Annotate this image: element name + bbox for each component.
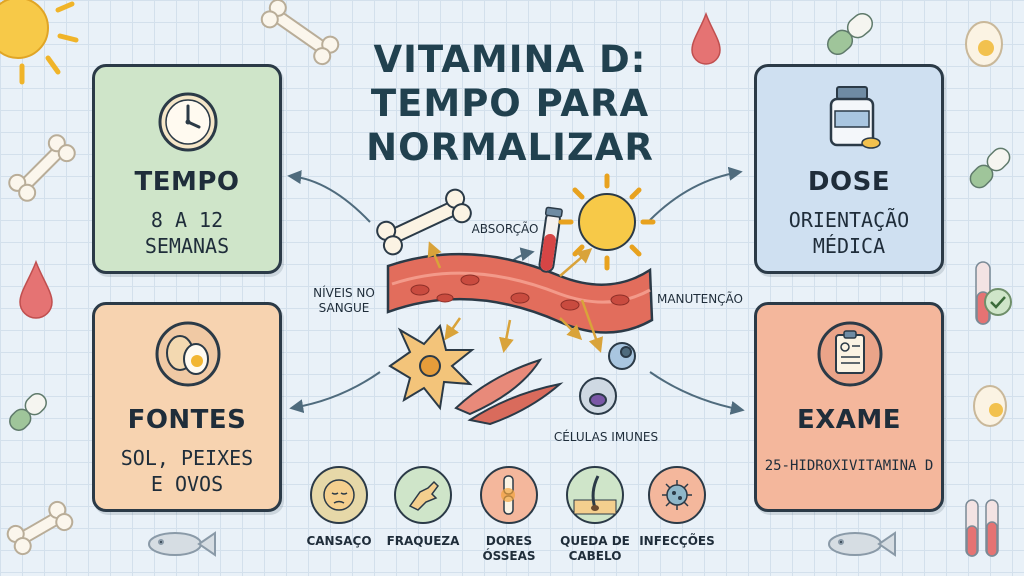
virus-icon — [648, 466, 706, 524]
card-text: 25-HIDROXIVITAMINA D — [757, 453, 941, 479]
symptom-item: DORES ÓSSEAS — [444, 462, 574, 572]
card-text: 8 A 12 SEMANAS — [95, 207, 279, 259]
symptom-label-line: ÓSSEAS — [482, 549, 536, 563]
symptom-label-line: FRAQUEZA — [386, 534, 460, 548]
title-line: TEMPO PARA — [370, 82, 650, 125]
symptom-label-line: INFECÇÕES — [639, 534, 715, 548]
sun-icon — [0, 0, 79, 85]
card-title: DOSE — [807, 167, 891, 197]
card-dose: DOSE ORIENTAÇÃO MÉDICA — [754, 64, 944, 274]
blood-tube-icon — [538, 206, 563, 273]
supplement-bottle-icon — [829, 86, 881, 149]
symptom-item: FRAQUEZA — [358, 462, 488, 572]
label-line: NÍVEIS NO — [313, 286, 375, 300]
title-line: NORMALIZAR — [366, 126, 654, 169]
symptom-label-line: CABELO — [568, 549, 622, 563]
card-text-line: ORIENTAÇÃO — [788, 208, 910, 232]
page-title: VITAMINA D: TEMPO PARA NORMALIZAR — [355, 38, 665, 170]
flow-arrows — [427, 241, 603, 353]
card-fontes: FONTES SOL, PEIXES E OVOS — [92, 302, 282, 512]
symptom-label: CANSAÇO — [274, 534, 404, 549]
card-title: FONTES — [127, 405, 247, 435]
symptom-label-line: DORES — [485, 534, 533, 548]
symptom-label: QUEDA DE CABELO — [530, 534, 660, 564]
symptom-label: DORES ÓSSEAS — [444, 534, 574, 564]
check-icon — [984, 288, 1012, 316]
label-niveis-no-sangue: NÍVEIS NO SANGUE — [304, 286, 384, 316]
label-absorcao: ABSORÇÃO — [471, 222, 539, 236]
pill-icon — [9, 12, 1011, 431]
card-tempo: TEMPO 8 A 12 SEMANAS — [92, 64, 282, 274]
blood-drop-icon — [19, 11, 721, 319]
bone-icon — [6, 0, 340, 556]
symptom-label-line: QUEDA DE — [560, 534, 630, 548]
label-line: SANGUE — [318, 301, 370, 315]
tired-face-icon — [310, 466, 368, 524]
weak-arm-icon — [394, 466, 452, 524]
card-text-line: SOL, PEIXES — [120, 446, 254, 470]
symptom-item: CANSAÇO — [274, 462, 404, 572]
egg-icon — [155, 321, 221, 387]
card-exame: EXAME 25-HIDROXIVITAMINA D — [754, 302, 944, 512]
hair-follicle-icon — [566, 466, 624, 524]
card-text: SOL, PEIXES E OVOS — [95, 445, 279, 497]
title-line: VITAMINA D: — [373, 38, 647, 81]
symptoms-row: CANSAÇO FRAQUEZA DORES ÓSSEAS — [296, 462, 726, 572]
immune-cell-icon — [579, 342, 636, 415]
egg-decoration-icon — [965, 21, 1007, 427]
clipboard-icon — [817, 321, 883, 387]
connector-arrows — [287, 166, 745, 415]
card-text-line: SEMANAS — [144, 234, 230, 258]
card-title: EXAME — [796, 405, 902, 435]
fish-icon — [148, 531, 896, 557]
card-text-line: 25-HIDROXIVITAMINA D — [764, 458, 934, 474]
bone-icon — [376, 188, 472, 256]
card-text-line: E OVOS — [150, 472, 224, 496]
neuron-icon — [388, 323, 475, 411]
symptom-label: INFECÇÕES — [612, 534, 742, 549]
blood-vessel-icon — [386, 252, 654, 334]
card-text: ORIENTAÇÃO MÉDICA — [757, 207, 941, 259]
symptom-label: FRAQUEZA — [358, 534, 488, 549]
card-title: TEMPO — [134, 167, 240, 197]
card-text-line: MÉDICA — [812, 234, 886, 258]
bone-joint-icon — [480, 466, 538, 524]
label-celulas-imunes: CÉLULAS IMUNES — [553, 430, 659, 444]
clock-icon — [158, 92, 218, 152]
sun-icon — [558, 173, 656, 271]
symptom-item: QUEDA DE CABELO — [530, 462, 660, 572]
symptom-label-line: CANSAÇO — [306, 534, 372, 548]
symptom-item: INFECÇÕES — [612, 462, 742, 572]
card-text-line: 8 A 12 — [150, 208, 224, 232]
label-manutencao: MANUTENÇÃO — [656, 292, 744, 306]
muscle-fiber-icon — [454, 358, 564, 426]
